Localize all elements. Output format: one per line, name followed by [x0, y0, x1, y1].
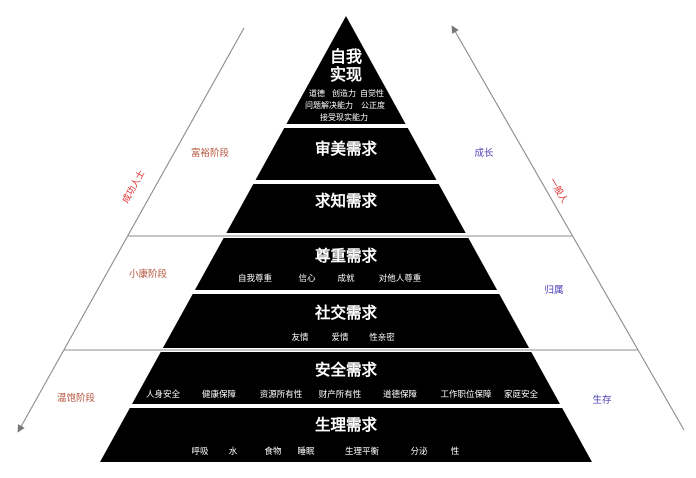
self-actualization-title-line-1: 自我 [330, 47, 362, 66]
pyramid-level-self-actualization [286, 16, 406, 124]
physiological-item: 睡眠 [297, 447, 315, 457]
pyramid-level-esteem [194, 238, 498, 290]
physiological-item: 食物 [264, 446, 282, 457]
stage-label-moderately-prosperous: 小康阶段 [129, 268, 168, 280]
self-actualization-title-line-2: 实现 [330, 65, 362, 84]
right-label-growth: 成长 [474, 147, 494, 159]
esteem-item: 自我尊重 [238, 273, 273, 284]
pyramid-level-aesthetic [255, 128, 437, 180]
esteem-needs-title: 尊重需求 [315, 246, 378, 265]
safety-item: 财产所有性 [319, 389, 362, 400]
self-actualization-detail: 创造力 [332, 88, 356, 98]
social-item: 性亲密 [369, 332, 395, 343]
pyramid-level-physiological [100, 408, 592, 462]
pyramid-level-cognitive [226, 184, 466, 233]
right-label-belonging: 归属 [544, 284, 563, 296]
safety-item: 健康保障 [202, 389, 237, 400]
physiological-item: 水 [229, 446, 238, 457]
safety-item: 工作职位保障 [440, 389, 492, 400]
left-outer-arrow [17, 27, 245, 433]
self-actualization-detail: 公正度 [361, 100, 385, 110]
safety-needs-title: 安全需求 [315, 360, 378, 379]
self-actualization-detail: 问题解决能力 [305, 100, 353, 110]
self-actualization-detail: 接受现实能力 [320, 112, 368, 122]
social-item: 爱情 [331, 332, 349, 343]
safety-item: 资源所有性 [260, 389, 303, 400]
esteem-item: 对他人尊重 [379, 273, 422, 284]
social-needs-title: 社交需求 [314, 303, 378, 322]
aesthetic-needs-title: 审美需求 [315, 139, 378, 158]
right-label-survival: 生存 [592, 394, 612, 406]
safety-item: 人身安全 [146, 389, 181, 400]
self-actualization-detail: 道德 [309, 88, 325, 98]
stage-label-subsistence: 温饱阶段 [57, 392, 96, 404]
esteem-item: 信心 [298, 273, 316, 284]
safety-item: 家庭安全 [504, 389, 539, 400]
physiological-item: 性 [451, 446, 460, 457]
physiological-item: 呼吸 [191, 446, 209, 457]
physiological-item: 生理平衡 [345, 446, 380, 457]
right-arrow-label: 一般人 [547, 176, 571, 205]
pyramid-level-social [162, 294, 530, 348]
esteem-item: 成就 [337, 273, 355, 284]
stage-label-wealthy: 富裕阶段 [191, 147, 230, 159]
cognitive-needs-title: 求知需求 [315, 191, 378, 210]
social-item: 友情 [291, 332, 309, 343]
pyramid-level-safety [132, 352, 560, 404]
self-actualization-detail: 自觉性 [360, 88, 384, 98]
left-arrow-label: 成功人士 [119, 168, 147, 205]
physiological-item: 分泌 [410, 446, 428, 457]
safety-item: 道德保障 [383, 389, 418, 400]
right-outer-arrow [451, 25, 685, 431]
physiological-needs-title: 生理需求 [315, 415, 378, 434]
